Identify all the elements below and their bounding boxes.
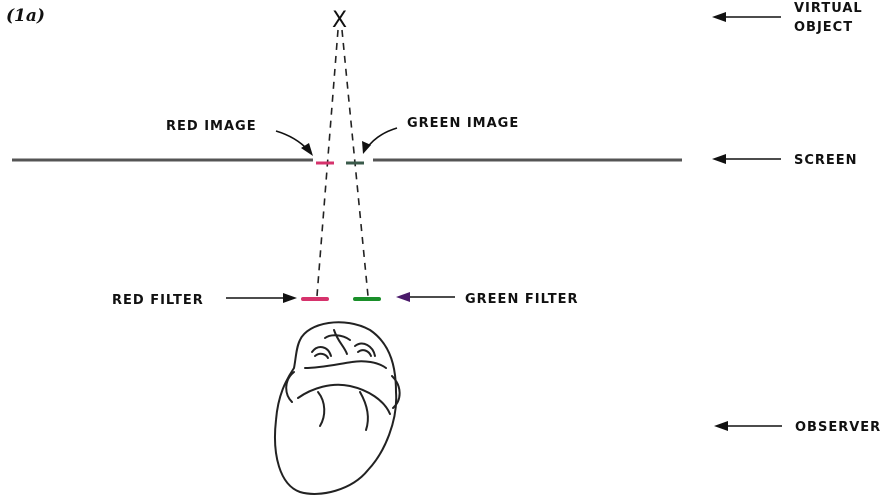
observer-head-illustration [275,322,400,494]
virtual-object-label-line2: OBJECT [794,20,853,35]
virtual-object-label-line1: VIRTUAL [794,1,863,16]
virtual-object-arrowhead [712,12,726,22]
observer-label: OBSERVER [795,420,881,435]
green-filter-label: GREEN FILTER [465,292,578,307]
red-filter-arrowhead [283,293,297,303]
red-filter-label: RED FILTER [112,293,204,308]
green-image-label: GREEN IMAGE [407,116,519,131]
screen-label: SCREEN [794,153,858,168]
green-image-arrowhead [362,141,371,154]
green-filter-arrowhead [396,292,410,302]
green-image-arrow [367,128,397,148]
figure-label: (1a) [6,6,45,26]
observer-arrowhead [714,421,728,431]
red-image-label: RED IMAGE [166,119,257,134]
virtual-object-marker: X [332,8,347,33]
screen-arrowhead [712,154,726,164]
